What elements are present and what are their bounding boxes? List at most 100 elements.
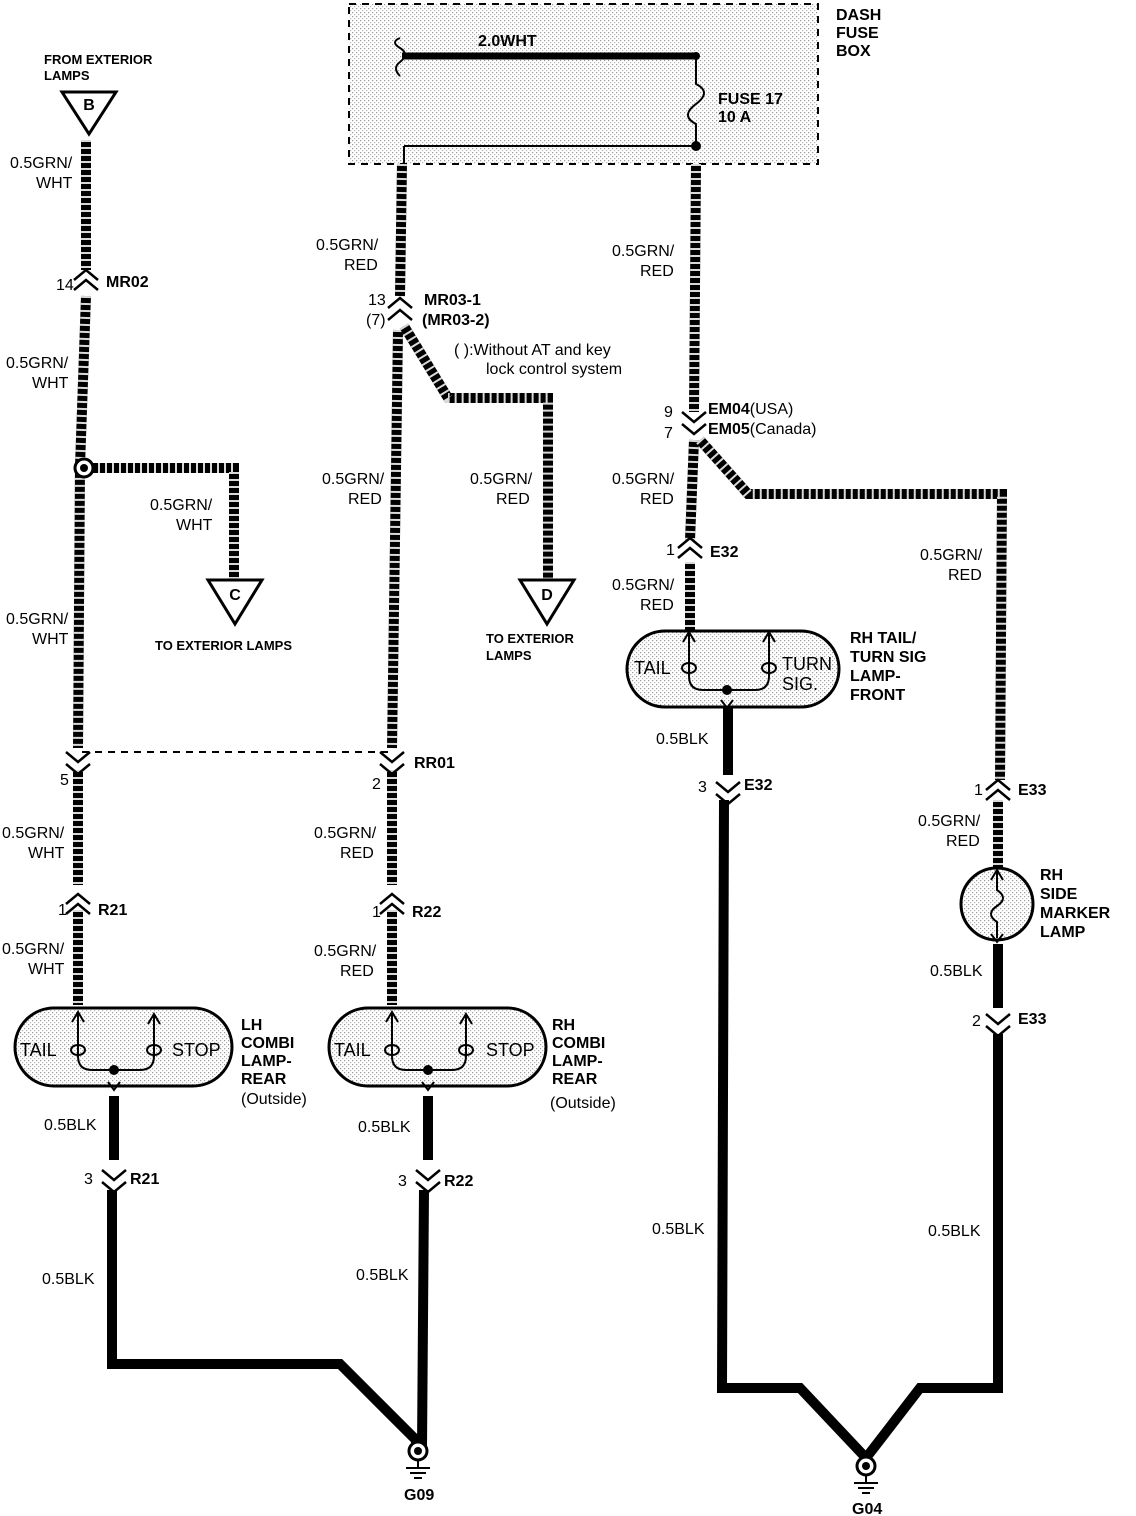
connector-name: E33 [1018, 1011, 1047, 1028]
connector-name: EM04 [708, 401, 750, 418]
connector-name: (MR03-2) [422, 312, 490, 329]
connector-pin: 9 [664, 404, 673, 421]
rh-rear-name-1: RH [552, 1017, 575, 1034]
ground-g09: G09 [404, 1440, 434, 1504]
wire-label: RED [640, 263, 674, 280]
rh-rear-name-3: LAMP- [552, 1053, 603, 1070]
connector-name: EM05 [708, 421, 750, 438]
wire-label: 0.5GRN/ [2, 941, 65, 958]
wire-label: 0.5GRN/ [314, 943, 377, 960]
rh-rear-tail-label: TAIL [334, 1040, 371, 1060]
rh-front-name-4: FRONT [850, 687, 905, 704]
connector-pin: 1 [58, 902, 67, 919]
lh-rear-tail-label: TAIL [20, 1040, 57, 1060]
lh-rear-stop-label: STOP [172, 1040, 221, 1060]
connector-pin: 1 [372, 904, 381, 921]
rh-rear-name-2: COMBI [552, 1035, 605, 1052]
wire-label: 0.5BLK [358, 1119, 411, 1136]
connector-name: R22 [444, 1173, 473, 1190]
connector-name: R21 [98, 902, 127, 919]
wire-label: 0.5BLK [356, 1267, 409, 1284]
fuse-box-title-2: FUSE [836, 25, 879, 42]
lh-rear-name-4: REAR [241, 1071, 287, 1088]
wire-label: RED [344, 257, 378, 274]
connector-chevrons [65, 268, 1011, 1194]
wire-label: RED [496, 491, 530, 508]
fuse-box-title-3: BOX [836, 43, 871, 60]
terminal-d-letter: D [541, 587, 553, 604]
wire-label: 0.5GRN/ [10, 155, 73, 172]
connector-name: RR01 [414, 755, 455, 772]
terminal-c-letter: C [229, 587, 241, 604]
wire-label: 0.5GRN/ [322, 471, 385, 488]
wire-label: 0.5GRN/ [6, 355, 69, 372]
rh-front-turn-label-1: TURN [782, 654, 832, 674]
wire-label: RED [340, 845, 374, 862]
rh-front-tail-label: TAIL [634, 658, 671, 678]
terminal-b-letter: B [83, 97, 95, 114]
rh-combi-lamp-rear: TAIL STOP RH COMBI LAMP- REAR (Outside) [327, 1006, 616, 1112]
fuse-label-2: 10 A [718, 109, 752, 126]
grn-wires [73, 140, 1008, 1005]
connector-name: MR02 [106, 274, 149, 291]
rh-rear-stop-label: STOP [486, 1040, 535, 1060]
fuse-box-title-1: DASH [836, 7, 881, 24]
wire-label: 0.5GRN/ [470, 471, 533, 488]
connector-name: MR03-1 [424, 292, 481, 309]
wire-label: 0.5GRN/ [918, 813, 981, 830]
connector-name: R21 [130, 1171, 159, 1188]
wire-label: 0.5GRN/ [314, 825, 377, 842]
lh-rear-name-3: LAMP- [241, 1053, 292, 1070]
wire-label: WHT [32, 631, 69, 648]
rh-side-name-3: MARKER [1040, 905, 1111, 922]
wire-label: 0.5GRN/ [920, 547, 983, 564]
wire-label: WHT [32, 375, 69, 392]
wire-label: 0.5BLK [44, 1117, 97, 1134]
lh-combi-lamp-rear: TAIL STOP LH COMBI LAMP- REAR (Outside) [13, 1006, 307, 1108]
connector-name: R22 [412, 904, 441, 921]
connector-pin: 7 [664, 425, 673, 442]
connector-suffix: (USA) [750, 401, 794, 418]
wire-label: WHT [28, 961, 65, 978]
rh-side-name-4: LAMP [1040, 924, 1086, 941]
wire-labels: 0.5GRN/ WHT 0.5GRN/ WHT 0.5GRN/ WHT 0.5G… [2, 155, 983, 1288]
feed-wire-label: 2.0WHT [478, 33, 537, 50]
ground-g04-label: G04 [852, 1501, 882, 1516]
terminal-d-label-1: TO EXTERIOR [486, 631, 574, 646]
terminal-d: D TO EXTERIOR LAMPS [486, 578, 577, 663]
rh-front-name-3: LAMP- [850, 668, 901, 685]
connector-pin: 3 [84, 1171, 93, 1188]
connector-pin: 2 [372, 776, 381, 793]
rh-tail-turn-lamp-front: TAIL TURN SIG. RH TAIL/ TURN SIG LAMP- F… [625, 629, 926, 710]
wire-label: 0.5GRN/ [612, 577, 675, 594]
connector-pin: 13 [368, 292, 386, 309]
connector-pin: 14 [56, 277, 74, 294]
connector-pin: 2 [972, 1013, 981, 1030]
rh-side-name-1: RH [1040, 867, 1063, 884]
rh-front-name-1: RH TAIL/ [850, 630, 917, 647]
wire-label: 0.5GRN/ [612, 243, 675, 260]
rh-side-name-2: SIDE [1040, 886, 1078, 903]
rh-side-marker-lamp: RH SIDE MARKER LAMP [959, 866, 1111, 944]
wire-label: 0.5BLK [930, 963, 983, 980]
terminal-d-label-2: LAMPS [486, 648, 532, 663]
connector-pin: (7) [366, 312, 386, 329]
ground-g09-label: G09 [404, 1487, 434, 1504]
lh-rear-note: (Outside) [241, 1091, 307, 1108]
lh-rear-name-1: LH [241, 1017, 262, 1034]
wire-label: 0.5BLK [928, 1223, 981, 1240]
terminal-b-label-1: FROM EXTERIOR [44, 52, 153, 67]
terminal-b: B FROM EXTERIOR LAMPS [44, 52, 153, 137]
terminal-b-label-2: LAMPS [44, 68, 90, 83]
wire-label: WHT [176, 517, 213, 534]
rh-front-name-2: TURN SIG [850, 649, 926, 666]
rh-rear-name-4: REAR [552, 1071, 598, 1088]
wire-label: 0.5GRN/ [316, 237, 379, 254]
connector-name: E33 [1018, 782, 1047, 799]
connector-pin: 5 [60, 772, 69, 789]
connector-name: E32 [744, 777, 773, 794]
svg-text:EM04(USA): EM04(USA) [708, 401, 793, 418]
connector-labels: 14 MR02 13 (7) MR03-1 (MR03-2) ( ):Witho… [56, 274, 1047, 1190]
connector-pin: 1 [974, 782, 983, 799]
